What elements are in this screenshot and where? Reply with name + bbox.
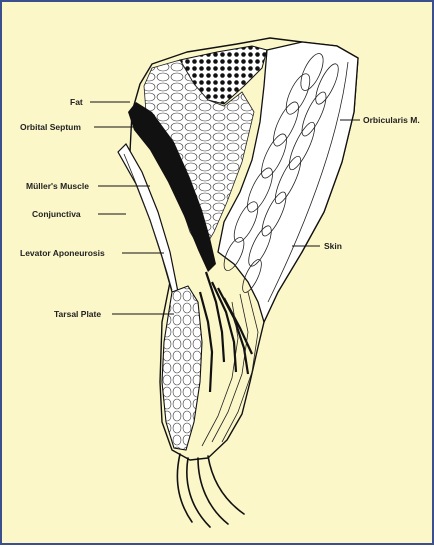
label-conjunctiva: Conjunctiva	[32, 209, 81, 219]
label-tarsal-plate: Tarsal Plate	[54, 309, 101, 319]
label-orbital-septum: Orbital Septum	[20, 122, 81, 132]
eyelashes	[177, 454, 244, 527]
label-levator-aponeurosis: Levator Aponeurosis	[20, 248, 105, 258]
label-skin: Skin	[324, 241, 342, 251]
label-mullers-muscle: Müller's Muscle	[26, 181, 89, 191]
tarsal-plate-region	[162, 286, 202, 450]
label-fat: Fat	[70, 97, 83, 107]
label-orbicularis: Orbicularis M.	[363, 115, 420, 125]
levator-fibres	[200, 272, 252, 392]
